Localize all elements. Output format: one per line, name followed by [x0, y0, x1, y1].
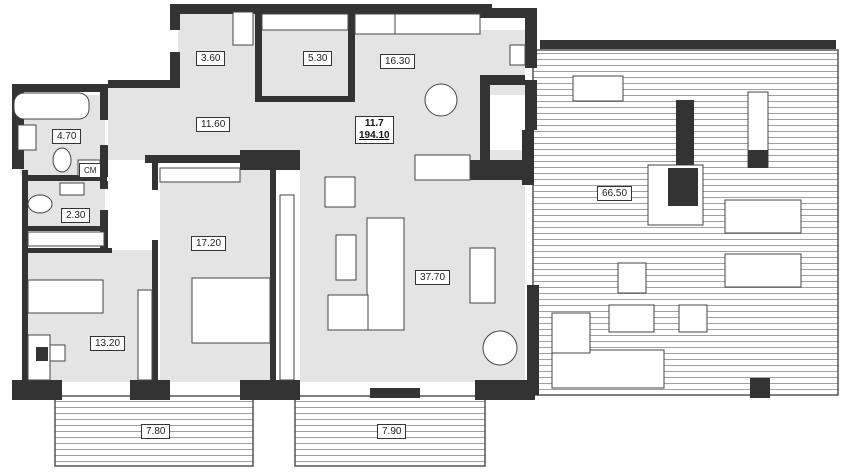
armchair	[324, 176, 356, 208]
walls	[12, 4, 770, 400]
outdoor-chair-2	[678, 304, 708, 333]
kitchen-counter	[394, 13, 481, 35]
rooms-count: 11.7	[364, 118, 384, 129]
summary-box: 11.7 194.10	[355, 116, 394, 144]
total-area: 194.10	[359, 130, 390, 141]
dining-table	[469, 247, 496, 304]
terrace-dining-table	[572, 75, 624, 102]
area-corridor: 11.60	[196, 117, 231, 132]
fridge	[354, 13, 396, 35]
sofa-chaise	[327, 294, 369, 331]
wardrobe-corridor	[159, 167, 241, 183]
outdoor-sofa-end	[551, 312, 591, 354]
balcony-right	[294, 395, 486, 467]
toilet	[52, 147, 72, 173]
bed-kids	[27, 279, 104, 314]
bathtub	[13, 92, 90, 120]
area-bathroom: 4.70	[52, 129, 82, 144]
area-bedroom-kids: 13.20	[90, 336, 126, 351]
closet-kids	[137, 289, 153, 381]
dark-elements	[36, 100, 768, 361]
lounger-2	[724, 253, 802, 288]
closet-master	[279, 194, 295, 381]
sink	[17, 124, 37, 151]
wardrobe-hall	[232, 11, 254, 46]
outdoor-sofa	[551, 349, 665, 389]
area-wardrobe: 5.30	[303, 51, 333, 66]
bed-master	[191, 277, 271, 344]
sofa	[366, 217, 405, 331]
kitchen-sink-cab	[509, 44, 526, 66]
area-living-room: 37.70	[415, 270, 451, 285]
toilet-2	[27, 194, 53, 214]
chair-desk	[49, 344, 66, 362]
sink-2	[59, 182, 85, 196]
area-hall-small: 3.60	[196, 51, 226, 66]
wardrobe-room	[261, 13, 349, 31]
island	[414, 154, 471, 181]
wardrobe-kids	[27, 231, 105, 247]
label-washing-machine: CM	[79, 163, 102, 178]
lounger-1	[724, 199, 802, 234]
area-bedroom-master: 17.20	[191, 236, 227, 251]
dining-table-round	[424, 83, 458, 117]
area-kitchen: 16.30	[380, 54, 416, 69]
tv-stand	[335, 234, 357, 281]
round-rug	[482, 330, 518, 366]
area-terrace: 66.50	[597, 186, 633, 201]
area-balcony-left: 7.80	[141, 424, 171, 439]
area-toilet: 2.30	[61, 208, 91, 223]
outdoor-table	[608, 304, 655, 333]
area-balcony-right: 7.90	[377, 424, 407, 439]
outdoor-chair	[617, 262, 647, 294]
